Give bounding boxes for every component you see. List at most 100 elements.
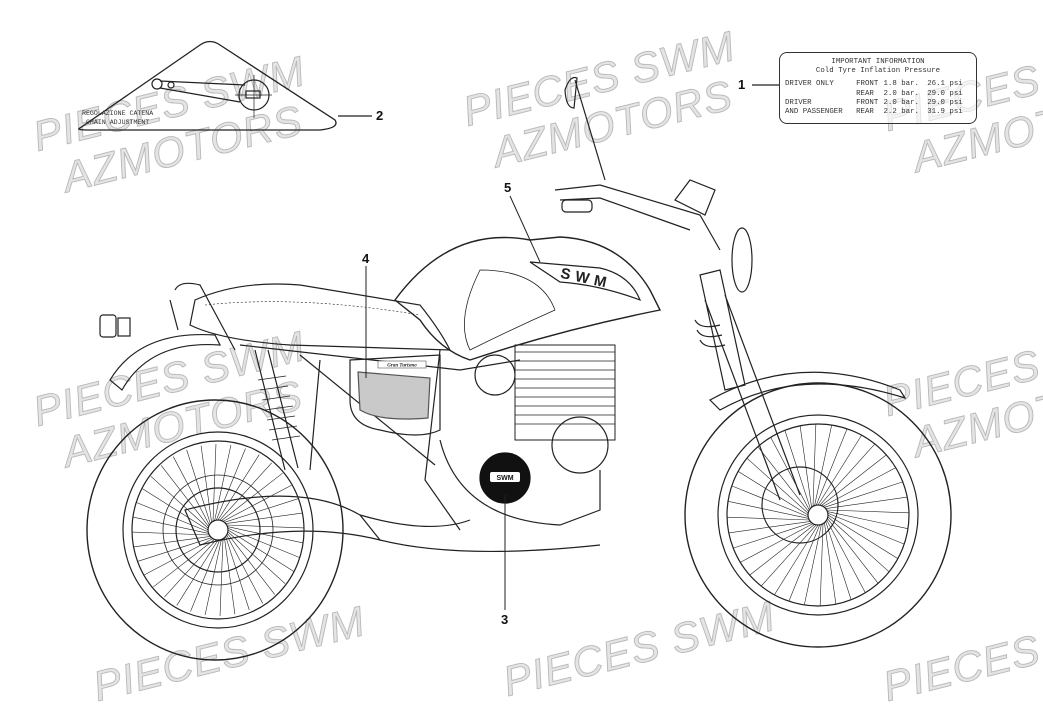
wheel: REAR	[856, 89, 874, 98]
spoke	[733, 522, 812, 549]
rider	[785, 90, 856, 99]
bar: 1.8 bar.	[883, 80, 919, 89]
spoke	[746, 457, 809, 514]
spoke	[214, 444, 232, 521]
wheel: REAR	[856, 108, 874, 117]
spoke	[770, 437, 810, 511]
spoke	[224, 537, 236, 615]
bar: 2.0 bar.	[883, 98, 919, 107]
spoke	[225, 536, 250, 611]
chain-adjustment-label: REGOLAZIONE CATENA CHAIN ADJUSTMENT	[82, 109, 153, 127]
seat	[189, 283, 451, 351]
chain-label-line2: CHAIN ADJUSTMENT	[85, 119, 150, 126]
spoke	[164, 539, 217, 598]
callout-4: 4	[362, 251, 370, 266]
spoke	[827, 512, 905, 545]
spoke	[774, 524, 819, 596]
spoke	[224, 498, 299, 523]
spoke	[819, 523, 824, 606]
spoke	[825, 521, 852, 600]
bar: 2.0 bar.	[883, 89, 919, 98]
spoke	[227, 526, 304, 544]
spoke	[200, 445, 212, 523]
spoke	[217, 454, 260, 521]
fuel-tank	[394, 236, 662, 361]
spoke	[824, 481, 903, 508]
spoke	[226, 524, 304, 529]
psi: 26.1 psi	[927, 80, 963, 89]
spoke	[784, 430, 811, 509]
spoke	[137, 537, 212, 562]
spoke	[219, 538, 224, 616]
spoke	[815, 428, 848, 506]
spoke	[825, 496, 908, 509]
spoke	[821, 454, 887, 506]
callout-5: 5	[504, 180, 512, 195]
spoke	[757, 446, 809, 512]
wheel: FRONT	[856, 98, 879, 107]
spoke	[727, 516, 810, 521]
callout-2: 2	[376, 108, 384, 123]
spoke	[172, 456, 210, 526]
front-wheel	[684, 382, 952, 648]
spoke	[824, 522, 837, 605]
spoke	[728, 521, 811, 534]
spoke	[226, 534, 264, 604]
spoke	[190, 539, 221, 612]
spoke	[227, 531, 286, 584]
spoke	[749, 524, 815, 576]
callout-1: 1	[738, 77, 746, 92]
spoke	[176, 539, 219, 606]
spoke	[812, 424, 817, 507]
rider: AND PASSENGER	[785, 108, 843, 117]
chain-decal-outline	[78, 40, 337, 131]
spoke	[731, 485, 809, 518]
spoke	[760, 524, 817, 587]
rear-wheel	[86, 399, 344, 661]
psi: 31.9 psi	[927, 108, 963, 117]
spoke	[132, 531, 210, 536]
spoke	[827, 518, 879, 584]
side-panel-text: Gran Turismo	[387, 364, 417, 369]
tyre-label-title: IMPORTANT INFORMATION	[831, 58, 925, 66]
tyre-label-subtitle: Cold Tyre Inflation Pressure	[815, 67, 941, 76]
tyre-pressure-label: IMPORTANT INFORMATION Cold Tyre Inflatio…	[779, 52, 977, 124]
spoke	[160, 465, 209, 527]
spoke	[132, 516, 209, 534]
spoke	[221, 472, 283, 521]
spoke	[827, 516, 890, 573]
spoke	[819, 443, 876, 506]
psi: 29.0 psi	[927, 98, 963, 107]
chain-label-line1: REGOLAZIONE CATENA	[82, 110, 154, 117]
spoke	[225, 512, 303, 524]
spoke	[142, 488, 209, 531]
spoke	[727, 501, 809, 519]
engine	[439, 344, 616, 526]
spoke	[822, 467, 896, 507]
spoke	[212, 444, 217, 522]
engine-badge-text: SWM	[496, 475, 513, 482]
spoke	[826, 509, 909, 514]
spoke	[826, 519, 866, 593]
spoke	[827, 514, 899, 559]
motorcycle-diagram: Gran Turismo SWM SWM	[78, 40, 952, 661]
callout-3: 3	[501, 612, 509, 627]
spoke	[737, 471, 809, 516]
spoke	[219, 462, 272, 521]
spoke	[740, 523, 814, 563]
spoke	[204, 539, 222, 616]
spoke	[227, 527, 300, 558]
spoke	[186, 449, 211, 524]
spoke	[804, 524, 822, 606]
spoke	[817, 434, 862, 506]
spoke	[136, 502, 209, 533]
table-row: DRIVER ONLY FRONT 1.8 bar. 26.1 psi	[785, 80, 971, 89]
table-row: AND PASSENGER REAR 2.2 bar. 31.9 psi	[785, 108, 971, 117]
wheel: FRONT	[856, 80, 879, 89]
bar: 2.2 bar.	[883, 108, 919, 117]
spoke	[150, 476, 209, 529]
spoke	[788, 524, 821, 602]
rider: DRIVER ONLY	[785, 80, 834, 89]
